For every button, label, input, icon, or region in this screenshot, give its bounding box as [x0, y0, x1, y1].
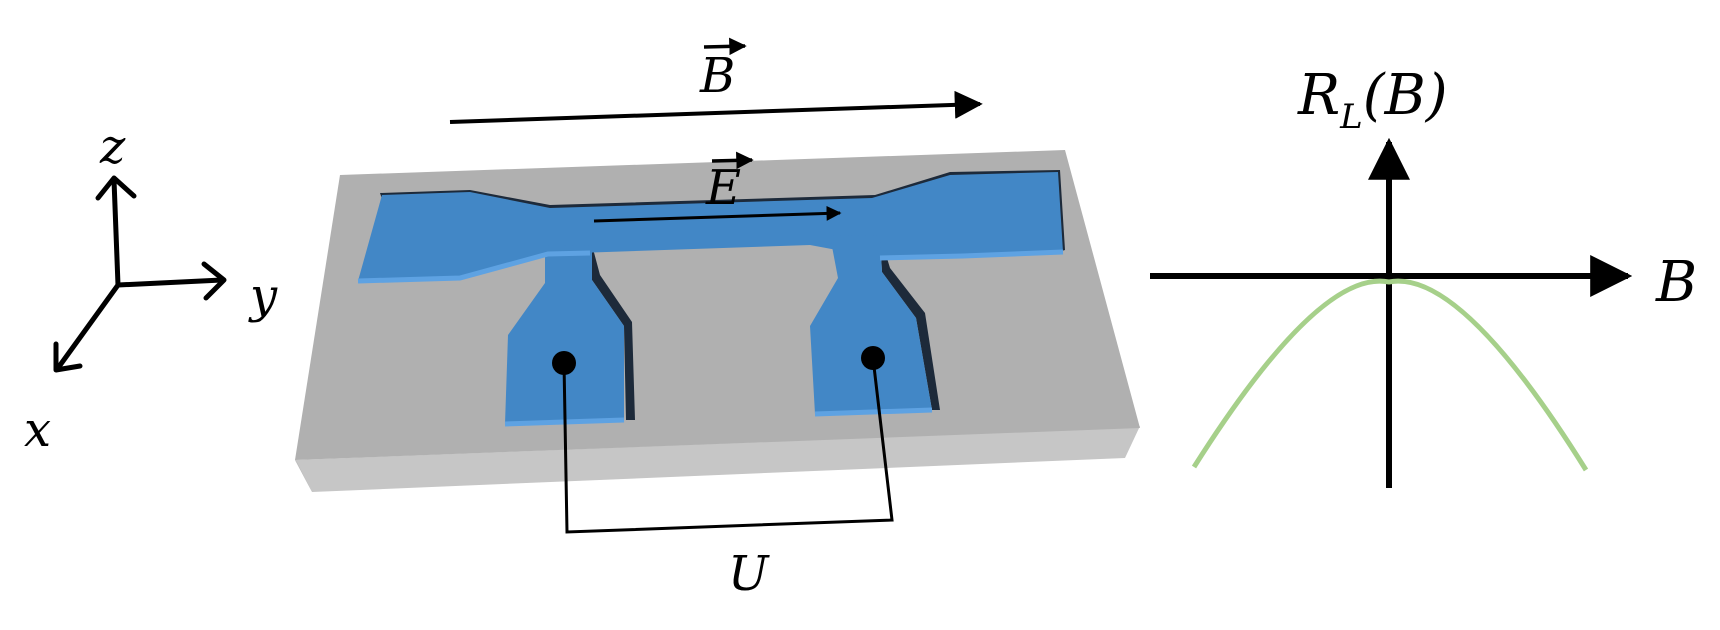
x-axis-arrow	[55, 282, 121, 371]
film-edge-highlight	[357, 250, 591, 284]
voltage-label: U	[728, 546, 770, 602]
film-edge-highlight	[814, 407, 933, 417]
graph-curve	[1191, 278, 1589, 472]
film-left-contact-arm	[505, 245, 624, 424]
z-axis-arrow	[111, 177, 121, 288]
substrate-front-face	[295, 426, 1140, 492]
film	[357, 172, 1064, 427]
voltage-wire	[562, 357, 894, 534]
z-axis-label: z	[99, 119, 126, 175]
device: U B E	[295, 37, 1140, 602]
graph-R-label-arg: (B)	[1363, 63, 1448, 128]
x-arrowhead	[53, 341, 83, 373]
coordinate-axes: z y x	[24, 119, 278, 458]
resistance-graph: B RL(B)	[1150, 63, 1697, 488]
graph-R-label-main: R	[1297, 63, 1340, 128]
film-right-contact-arm	[810, 235, 932, 414]
film-edge-highlight	[879, 249, 1064, 261]
y-axis-label: y	[248, 268, 278, 324]
field-B-label: B	[699, 48, 735, 104]
field-B-vector-arrow	[703, 37, 747, 56]
graph-B-label: B	[1655, 250, 1697, 315]
y-arrowhead	[201, 261, 227, 301]
graph-B-label-text: B	[1655, 250, 1697, 315]
field-E-vector-arrow	[711, 151, 754, 170]
film-bar	[358, 172, 1063, 281]
y-axis-arrow	[115, 277, 225, 288]
film-shadow	[380, 170, 1065, 420]
field-E-label: E	[705, 160, 741, 216]
z-arrowhead	[95, 175, 137, 201]
field-E-arrow	[593, 205, 842, 223]
graph-R-label-sub: L	[1339, 97, 1363, 137]
substrate-left-face	[295, 460, 312, 492]
x-axis-label: x	[24, 402, 51, 458]
graph-R-label: RL(B)	[1297, 63, 1448, 137]
field-B-arrow	[449, 90, 983, 124]
